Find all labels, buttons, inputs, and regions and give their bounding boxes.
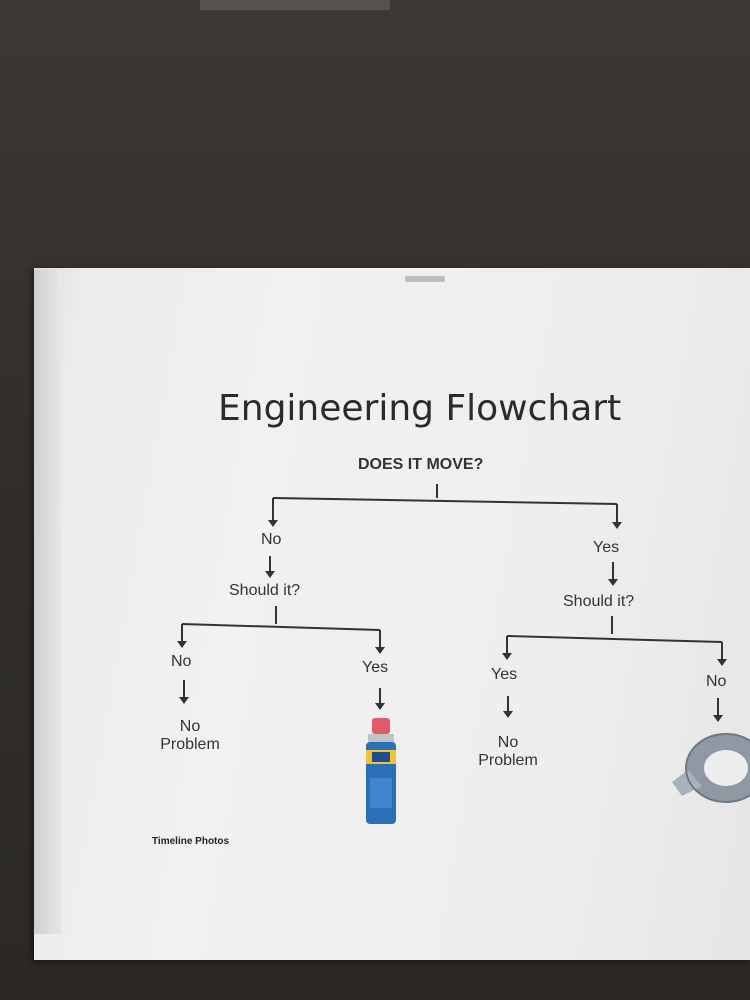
left-followup-question: Should it? <box>229 582 301 599</box>
left-left-answer-no: No <box>171 653 192 670</box>
wall-top-strip <box>200 0 390 10</box>
right-left-answer-yes: Yes <box>491 666 518 683</box>
result-line2: Problem <box>478 752 538 769</box>
wd40-spray-can-icon <box>366 718 396 824</box>
result-line1: No <box>179 718 201 735</box>
left-answer-no: No <box>261 531 282 548</box>
paper-sheet <box>34 268 750 960</box>
paper-edge-shadow <box>34 270 62 934</box>
tape-mark <box>405 276 445 282</box>
right-answer-yes: Yes <box>593 539 620 556</box>
right-right-answer-no: No <box>706 673 727 690</box>
flowchart-title: Engineering Flowchart <box>218 388 622 429</box>
duct-tape-icon <box>672 733 750 803</box>
root-question: DOES IT MOVE? <box>358 456 484 473</box>
left-no-result: No Problem <box>150 718 230 754</box>
left-right-answer-yes: Yes <box>362 659 389 676</box>
right-followup-question: Should it? <box>563 593 635 610</box>
footer-credit: Timeline Photos <box>152 836 230 847</box>
result-line1: No <box>497 734 519 751</box>
result-line2: Problem <box>160 736 220 753</box>
right-yes-result: No Problem <box>468 734 548 770</box>
